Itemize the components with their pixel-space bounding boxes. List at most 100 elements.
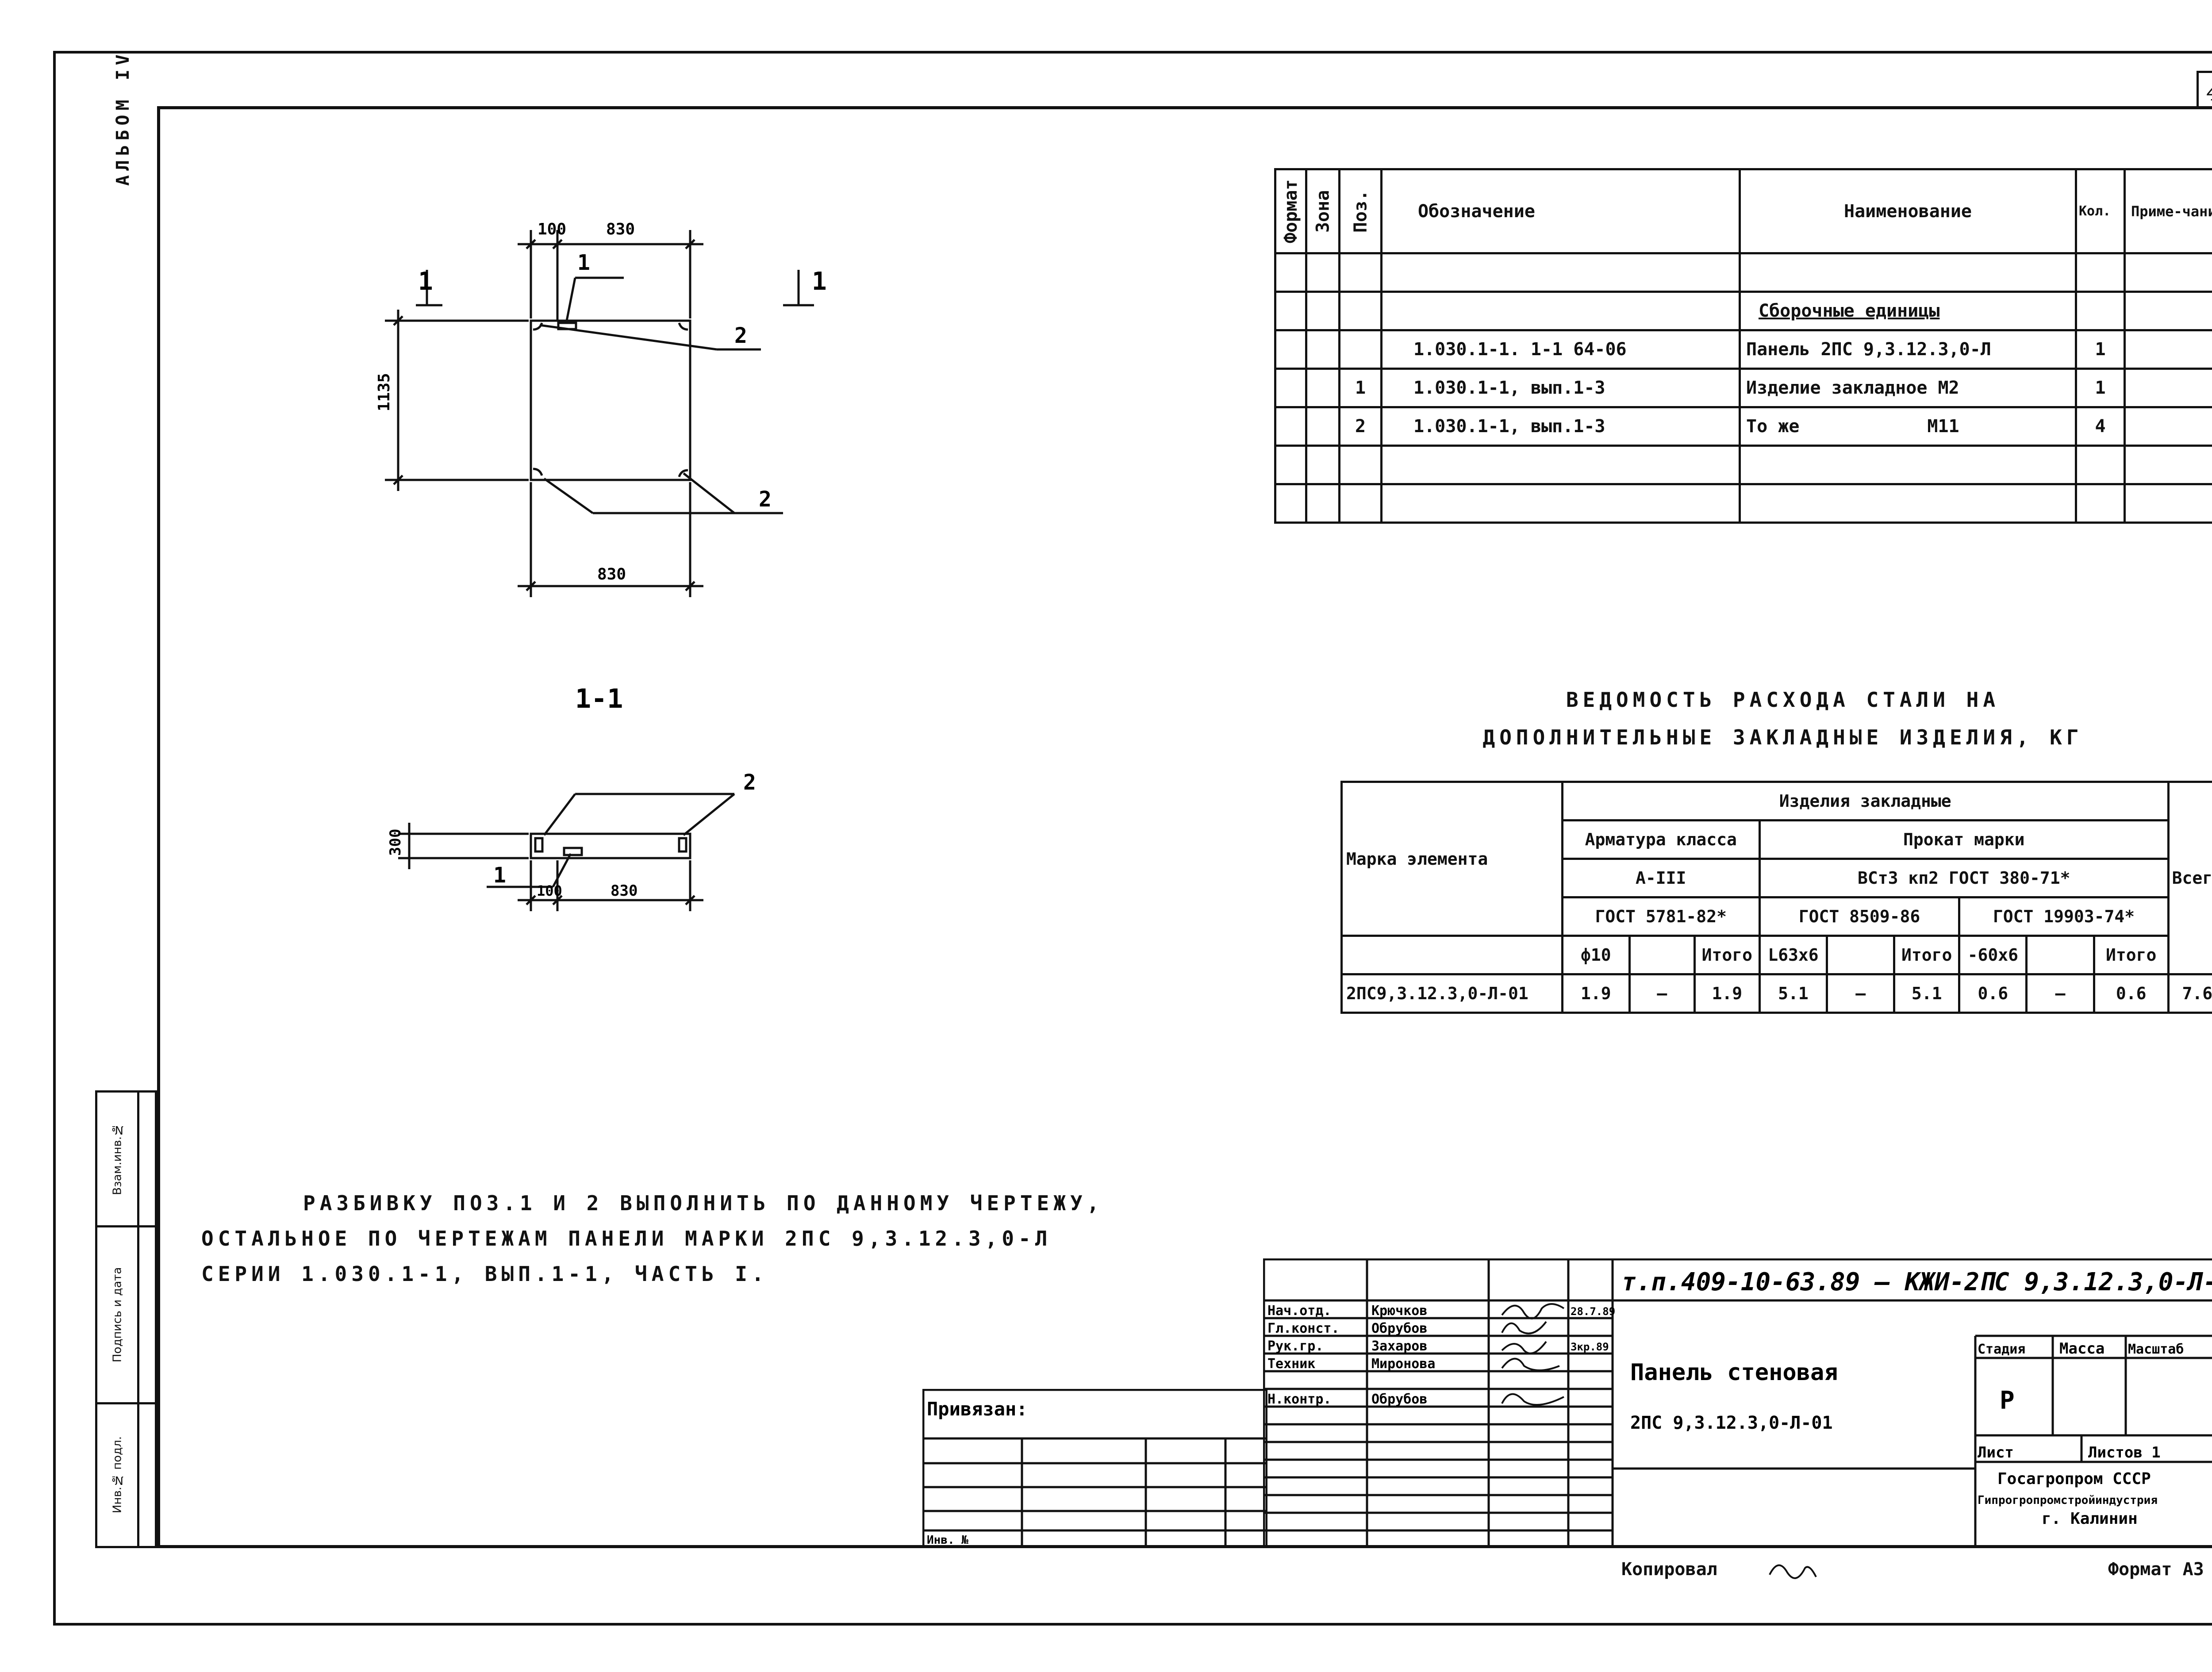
spec-name <box>1739 483 2077 524</box>
inventory-label: Инв. № <box>927 1534 968 1547</box>
spec-designation: 1.030.1-1, вып.1-3 <box>1380 406 1741 447</box>
spec-pos <box>1338 291 1382 331</box>
steel-h-60x6: -60x6 <box>1958 935 2028 975</box>
spec-header-qty: Кол. <box>2075 168 2126 254</box>
steel-row-itogo1: 1.9 <box>1693 973 1761 1014</box>
steel-h-d10: ф10 <box>1561 935 1631 975</box>
callout-1-section: 1 <box>493 863 506 888</box>
steel-row-itogo3: 0.6 <box>2093 973 2170 1014</box>
copied-by-label: Копировал <box>1621 1559 1717 1580</box>
steel-table: Марка элемента Изделия закладные Всего А… <box>1340 781 2212 1014</box>
steel-h-rebar-class: А-III <box>1561 858 1761 898</box>
spec-designation <box>1380 483 1741 524</box>
steel-h-gost2: ГОСТ 8509-86 <box>1758 896 1961 937</box>
org-line2: Гипрогропромстройиндустрия <box>1978 1494 2158 1507</box>
org-line1: Госагропром СССР <box>1997 1470 2151 1488</box>
spec-pos <box>1338 483 1382 524</box>
table-row <box>1274 252 2212 293</box>
sheet-label: Лист <box>1978 1444 2014 1461</box>
spec-pos <box>1338 445 1382 485</box>
spec-header-format: Формат <box>1275 169 1306 253</box>
spec-header-note: Приме-чание <box>2124 168 2212 254</box>
sheet-number: 45 <box>2197 71 2212 108</box>
drawing-note: Разбивку поз.1 и 2 выполнить по данному … <box>201 1185 1103 1292</box>
drawing-code: т.п.409-10-63.89 – КЖИ-2ПС 9,3.12.3,0-Л-… <box>1621 1268 2212 1296</box>
spec-pos: 1 <box>1338 368 1382 408</box>
panel-section-outline <box>530 832 691 859</box>
copier-signature <box>1769 1564 1817 1579</box>
date-2: Зкр.89 <box>1571 1341 1609 1353</box>
title-block: Нач.отд. Крючков 28.7.89 Гл.конст. Обруб… <box>1263 1258 2212 1548</box>
dim-830-section: 830 <box>611 882 637 900</box>
name-1: Обрубов <box>1371 1321 1427 1336</box>
side-stamp-replaced: Взам.инв.№ <box>96 1091 138 1227</box>
table-row <box>1274 445 2212 485</box>
spec-header-zone: Зона <box>1306 169 1340 253</box>
spec-header-pos: Поз. <box>1339 169 1382 253</box>
spec-qty: 4 <box>2075 406 2126 447</box>
format-label: Формат А3 <box>2108 1559 2204 1580</box>
spec-designation <box>1380 445 1741 485</box>
spec-pos <box>1338 252 1382 293</box>
steel-h-items: Изделия закладные <box>1561 781 2170 821</box>
callout-2-top: 2 <box>734 323 747 348</box>
steel-row-dash3: — <box>2025 973 2095 1014</box>
steel-h-itogo3: Итого <box>2093 935 2170 975</box>
callout-2-bottom: 2 <box>759 487 772 512</box>
steel-row-dash1: — <box>1628 973 1696 1014</box>
steel-h-gost3: ГОСТ 19903-74* <box>1958 896 2170 937</box>
header-scale: Масштаб <box>2128 1342 2184 1357</box>
note-line3: серии 1.030.1-1, вып.1-1, часть I. <box>201 1262 768 1286</box>
steel-row-dash2: — <box>1826 973 1896 1014</box>
steel-row-l63: 5.1 <box>1758 973 1828 1014</box>
sheets-label: Листов 1 <box>2088 1444 2161 1461</box>
spec-qty <box>2075 291 2126 331</box>
spec-designation <box>1380 291 1741 331</box>
spec-name: Сборочные единицы <box>1739 291 2077 331</box>
dim-100-top: 100 <box>538 220 566 238</box>
spec-pos: 2 <box>1338 406 1382 447</box>
steel-h-mark: Марка элемента <box>1340 781 1563 937</box>
steel-row-mark: 2ПС9,3.12.3,0-Л-01 <box>1340 973 1563 1014</box>
binding-block: Привязан: Инв. № <box>922 1389 1267 1548</box>
spec-qty <box>2075 483 2126 524</box>
table-row: 2ПС9,3.12.3,0-Л-01 1.9 — 1.9 5.1 — 5.1 0… <box>1340 973 2212 1014</box>
spec-pos <box>1338 329 1382 370</box>
note-line1: Разбивку поз.1 и 2 выполнить по данному … <box>303 1191 1104 1215</box>
spec-header-designation: Обозначение <box>1380 168 1741 254</box>
steel-h-rolled-grade: ВСт3 кп2 ГОСТ 380-71* <box>1758 858 2170 898</box>
dim-830-top: 830 <box>606 220 635 238</box>
stage-value: Р <box>2000 1386 2015 1415</box>
name-2: Захаров <box>1371 1338 1427 1354</box>
spec-qty <box>2075 445 2126 485</box>
binding-label: Привязан: <box>927 1398 1028 1420</box>
panel-plan-outline <box>530 319 691 481</box>
specification-table: Формат Зона Поз. Обозначение Наименовани… <box>1274 168 2212 524</box>
steel-title-line1: Ведомость расхода стали на <box>1566 688 2000 712</box>
date-0: 28.7.89 <box>1571 1305 1615 1318</box>
role-2: Рук.гр. <box>1267 1338 1323 1354</box>
header-stage: Стадия <box>1978 1342 2025 1357</box>
spec-qty <box>2075 252 2126 293</box>
steel-statement-title: Ведомость расхода стали на дополнительны… <box>1429 681 2137 756</box>
steel-h-itogo1: Итого <box>1693 935 1761 975</box>
steel-h-rolled: Прокат марки <box>1758 819 2170 860</box>
dim-1135: 1135 <box>375 373 393 411</box>
name-4: Обрубов <box>1371 1392 1427 1407</box>
steel-h-itogo2: Итого <box>1893 935 1961 975</box>
role-4: Н.контр. <box>1267 1392 1332 1407</box>
spec-designation: 1.030.1-1. 1-1 64-06 <box>1380 329 1741 370</box>
steel-h-total: Всего <box>2167 781 2212 975</box>
spec-header-name: Наименование <box>1739 168 2077 254</box>
spec-designation <box>1380 252 1741 293</box>
header-mass: Масса <box>2059 1340 2104 1358</box>
steel-row-60x6: 0.6 <box>1958 973 2028 1014</box>
callout-1-plan: 1 <box>577 250 590 275</box>
callout-2-section: 2 <box>743 770 756 795</box>
steel-title-line2: дополнительные закладные изделия, кг <box>1482 725 2083 749</box>
table-row <box>1274 483 2212 524</box>
spec-name: Изделие закладное М2 <box>1739 368 2077 408</box>
table-row: Сборочные единицы <box>1274 291 2212 331</box>
